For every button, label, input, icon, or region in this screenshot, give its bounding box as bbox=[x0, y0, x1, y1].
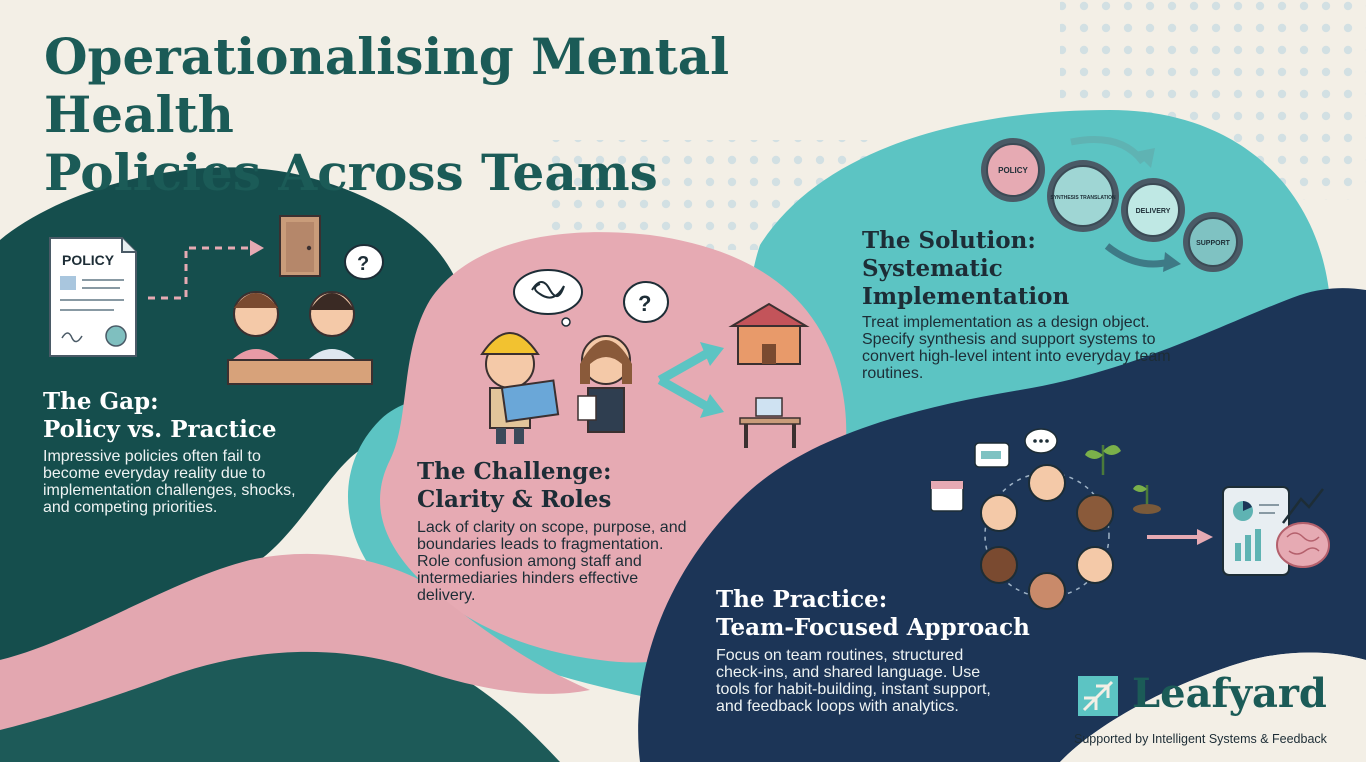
brand-name: Leafyard bbox=[1132, 670, 1327, 717]
pink-swash bbox=[0, 553, 590, 730]
speech-bubble-icon bbox=[1024, 428, 1058, 454]
brain-icon bbox=[1276, 522, 1330, 568]
gears-illustration: POLICY SYNTHESIS TRANSLATION DELIVERY SU… bbox=[981, 136, 1243, 272]
solution-heading-line-1: The Solution: bbox=[862, 227, 1036, 254]
solution-heading: The Solution: Systematic Implementation bbox=[862, 227, 1202, 311]
policy-document-label: POLICY bbox=[62, 252, 115, 268]
question-bubble-icon: ? bbox=[344, 244, 384, 280]
tangled-thought-icon bbox=[513, 269, 583, 327]
worker-with-blueprint-icon bbox=[480, 332, 560, 444]
analytics-tablet-icon bbox=[1222, 486, 1290, 576]
delivery-gear-icon: DELIVERY bbox=[1121, 178, 1185, 242]
dashed-arrow-icon bbox=[148, 246, 250, 300]
confused-people-icon bbox=[227, 291, 373, 385]
logo-corner bbox=[1060, 652, 1366, 762]
gear-label-policy: POLICY bbox=[998, 166, 1028, 175]
gear-label-delivery: DELIVERY bbox=[1136, 208, 1171, 215]
svg-text:?: ? bbox=[357, 253, 369, 275]
woman-with-clipboard-icon bbox=[577, 335, 632, 433]
gap-body: Impressive policies often fail to become… bbox=[43, 448, 296, 516]
challenge-body: Lack of clarity on scope, purpose, and b… bbox=[417, 519, 687, 604]
leaf-square-icon bbox=[1078, 676, 1118, 716]
gap-illustration: POLICY ? bbox=[49, 215, 384, 385]
policy-gear-icon: POLICY bbox=[981, 138, 1045, 202]
gap-heading: The Gap: Policy vs. Practice bbox=[43, 388, 343, 444]
gap-heading-line-2: Policy vs. Practice bbox=[43, 416, 277, 443]
title-line-2: Policies Across Teams bbox=[44, 143, 658, 202]
question-bubble-icon: ? bbox=[623, 281, 669, 323]
brand-logo: Leafyard Supported by Intelligent System… bbox=[1074, 670, 1354, 750]
brand-tagline: Supported by Intelligent Systems & Feedb… bbox=[1074, 732, 1327, 746]
title-line-1: Operationalising Mental Health bbox=[44, 27, 730, 144]
school-building-icon bbox=[728, 302, 810, 365]
challenge-heading-line-2: Clarity & Roles bbox=[417, 486, 612, 513]
challenge-heading: The Challenge: Clarity & Roles bbox=[417, 458, 697, 514]
sprout-icon bbox=[1085, 445, 1161, 514]
gear-label-support: SUPPORT bbox=[1196, 240, 1231, 247]
practice-illustration bbox=[930, 428, 1330, 610]
solution-heading-line-2: Systematic bbox=[862, 255, 1003, 282]
growth-arrow-icon bbox=[1282, 488, 1324, 524]
translation-gear-icon: SYNTHESIS TRANSLATION bbox=[1047, 160, 1119, 232]
arrow-right-icon bbox=[1147, 529, 1213, 545]
split-arrow-icon bbox=[657, 342, 724, 418]
team-circle-icon bbox=[980, 464, 1114, 610]
challenge-illustration: ? bbox=[480, 269, 810, 448]
practice-heading-line-2: Team-Focused Approach bbox=[716, 614, 1030, 641]
policy-document-icon: POLICY bbox=[49, 237, 137, 357]
challenge-heading-line-1: The Challenge: bbox=[417, 458, 612, 485]
cycle-arrow-icon-lower bbox=[1104, 243, 1170, 268]
gear-label-translation: SYNTHESIS TRANSLATION bbox=[1050, 195, 1116, 201]
solution-body: Treat implementation as a design object.… bbox=[862, 314, 1171, 382]
cycle-arrow-icon bbox=[1070, 136, 1146, 165]
page-title: Operationalising Mental Health Policies … bbox=[44, 28, 864, 202]
door-icon bbox=[279, 215, 321, 277]
solution-heading-line-3: Implementation bbox=[862, 283, 1070, 310]
support-gear-icon: SUPPORT bbox=[1183, 212, 1243, 272]
office-desk-icon bbox=[739, 397, 801, 448]
svg-text:?: ? bbox=[638, 291, 651, 316]
practice-heading-line-1: The Practice: bbox=[716, 586, 888, 613]
practice-heading: The Practice: Team-Focused Approach bbox=[716, 586, 1036, 642]
calendar-icon bbox=[930, 480, 964, 512]
chat-bubble-icon bbox=[974, 442, 1010, 468]
gap-heading-line-1: The Gap: bbox=[43, 388, 159, 415]
practice-body: Focus on team routines, structured check… bbox=[716, 647, 991, 715]
